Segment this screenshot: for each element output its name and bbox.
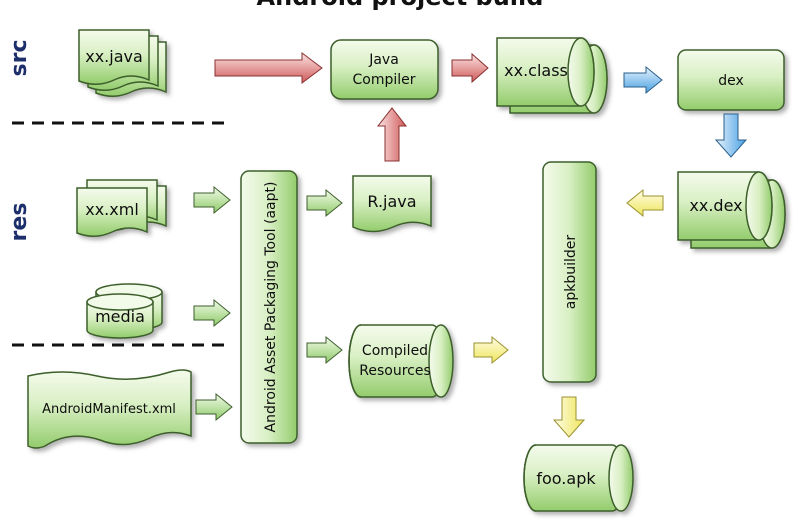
java-source-label: xx.java bbox=[85, 47, 143, 66]
java-compiler-box: Java Compiler bbox=[330, 39, 439, 100]
arrow-java-to-compiler bbox=[214, 52, 323, 84]
manifest-doc: AndroidManifest.xml bbox=[27, 369, 192, 449]
aapt-box: Android Asset Packaging Tool (aapt) bbox=[240, 170, 298, 444]
arrow-dex-to-dexfile bbox=[714, 113, 748, 158]
xml-resource-doc: xx.xml bbox=[76, 179, 167, 237]
dex-file-label: xx.dex bbox=[689, 196, 742, 215]
arrow-compiler-to-class bbox=[451, 52, 489, 84]
dex-box: dex bbox=[677, 49, 785, 111]
res-label: res bbox=[7, 203, 32, 242]
arrow-rjava-to-compiler bbox=[376, 107, 408, 162]
compiled-resources-label-1: Compiled bbox=[362, 343, 428, 359]
java-source-doc: xx.java bbox=[78, 29, 167, 97]
class-files-cylinder: xx.class bbox=[496, 37, 608, 114]
src-label: src bbox=[7, 40, 32, 77]
dex-file-cylinder: xx.dex bbox=[677, 171, 786, 249]
diagram-title: Android project build bbox=[257, 0, 544, 11]
arrow-dexfile-to-apkbuilder bbox=[626, 188, 664, 218]
manifest-label: AndroidManifest.xml bbox=[42, 402, 176, 417]
apkbuilder-box: apkbuilder bbox=[542, 161, 597, 383]
apk-label: foo.apk bbox=[536, 469, 596, 488]
arrow-compiled-to-apkbuilder bbox=[473, 335, 509, 365]
rjava-label: R.java bbox=[367, 192, 416, 211]
compiled-resources-label-2: Resources bbox=[359, 363, 431, 379]
apk-cylinder: foo.apk bbox=[523, 444, 634, 512]
arrow-xml-to-aapt bbox=[193, 185, 231, 215]
rjava-doc: R.java bbox=[352, 175, 432, 233]
arrow-media-to-aapt bbox=[193, 298, 231, 328]
aapt-label: Android Asset Packaging Tool (aapt) bbox=[263, 182, 279, 433]
java-compiler-label-2: Compiler bbox=[352, 72, 415, 88]
compiled-resources-cylinder: Compiled Resources bbox=[348, 324, 454, 398]
arrow-manifest-to-aapt bbox=[195, 392, 233, 422]
java-compiler-label-1: Java bbox=[368, 52, 399, 68]
arrow-aapt-to-rjava bbox=[306, 188, 343, 218]
arrow-aapt-to-compiled bbox=[306, 335, 343, 365]
arrow-class-to-dex bbox=[623, 65, 663, 95]
media-cylinder: media bbox=[86, 283, 163, 339]
media-label: media bbox=[95, 307, 145, 326]
apkbuilder-label: apkbuilder bbox=[563, 235, 579, 310]
xml-resource-label: xx.xml bbox=[85, 200, 139, 219]
class-files-label: xx.class bbox=[504, 61, 568, 80]
dex-label: dex bbox=[718, 73, 744, 89]
arrow-apkbuilder-to-apk bbox=[552, 396, 586, 438]
